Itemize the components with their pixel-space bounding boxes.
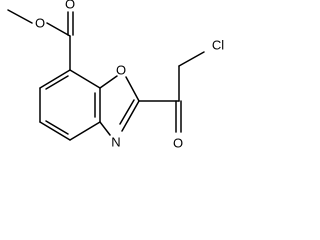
bond-c2-ring-nitrogen-double-line — [119, 99, 135, 125]
bond-c7a-ring-oxygen — [99, 75, 118, 89]
bond-c2-ring-nitrogen — [121, 100, 140, 132]
bond-methyl-to-ether-oxygen — [7, 9, 33, 24]
bond-ether-oxygen-to-carbonyl-carbon — [46, 22, 71, 37]
ring-oxygen-label: O — [116, 63, 126, 78]
chlorine-label: Cl — [212, 38, 224, 53]
bond-ring-oxygen-c2 — [125, 76, 140, 102]
bond-ring-nitrogen-c3a — [99, 121, 111, 136]
chloroacetyl-group — [138, 51, 205, 133]
oxazole-ring — [99, 75, 140, 136]
inner-double-bond-c4-c5 — [45, 120, 69, 135]
ring-nitrogen-label: N — [111, 135, 120, 150]
chemical-structure-diagram: O O O N O Cl — [7, 0, 224, 151]
bond-c6-c7 — [39, 69, 71, 89]
bond-c3a-c4 — [69, 121, 101, 141]
inner-double-bond-c6-c7 — [45, 75, 69, 90]
ester-carbonyl-oxygen-label: O — [65, 0, 75, 12]
benzene-ring — [39, 69, 101, 141]
bond-ch2-to-chlorine — [178, 51, 205, 67]
ester-ether-oxygen-label: O — [35, 16, 45, 31]
bond-c7-c7a — [69, 69, 101, 89]
atom-labels: O O O N O Cl — [35, 0, 224, 151]
bond-c4-c5 — [39, 121, 71, 141]
ketone-oxygen-label: O — [173, 136, 183, 151]
methyl-ester-group — [7, 9, 74, 71]
